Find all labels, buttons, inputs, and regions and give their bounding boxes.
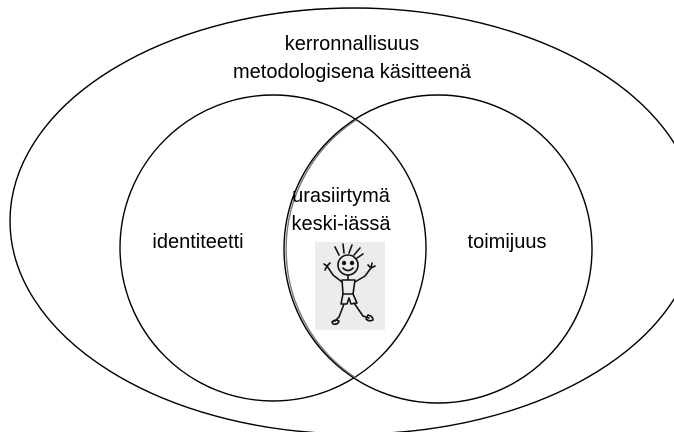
intersection-label-line-2: keski-iässä bbox=[291, 213, 391, 235]
intersection-label: urasiirtymä keski-iässä bbox=[276, 182, 406, 238]
left-circle bbox=[119, 94, 427, 402]
outer-label: kerronnallisuus metodologisena käsitteen… bbox=[187, 30, 517, 86]
outer-label-line-1: kerronnallisuus bbox=[284, 33, 420, 55]
intersection-label-line-1: urasiirtymä bbox=[292, 185, 390, 207]
stick-figure-image bbox=[315, 242, 385, 330]
outer-label-line-2: metodologisena käsitteenä bbox=[233, 61, 471, 83]
intersection-highlight bbox=[285, 119, 357, 379]
right-circle bbox=[283, 94, 593, 404]
outer-ellipse bbox=[9, 7, 674, 432]
stick-figure-icon bbox=[323, 243, 376, 325]
right-circle-label: toimijuus bbox=[467, 231, 547, 253]
left-circle-label: identiteetti bbox=[152, 231, 244, 253]
